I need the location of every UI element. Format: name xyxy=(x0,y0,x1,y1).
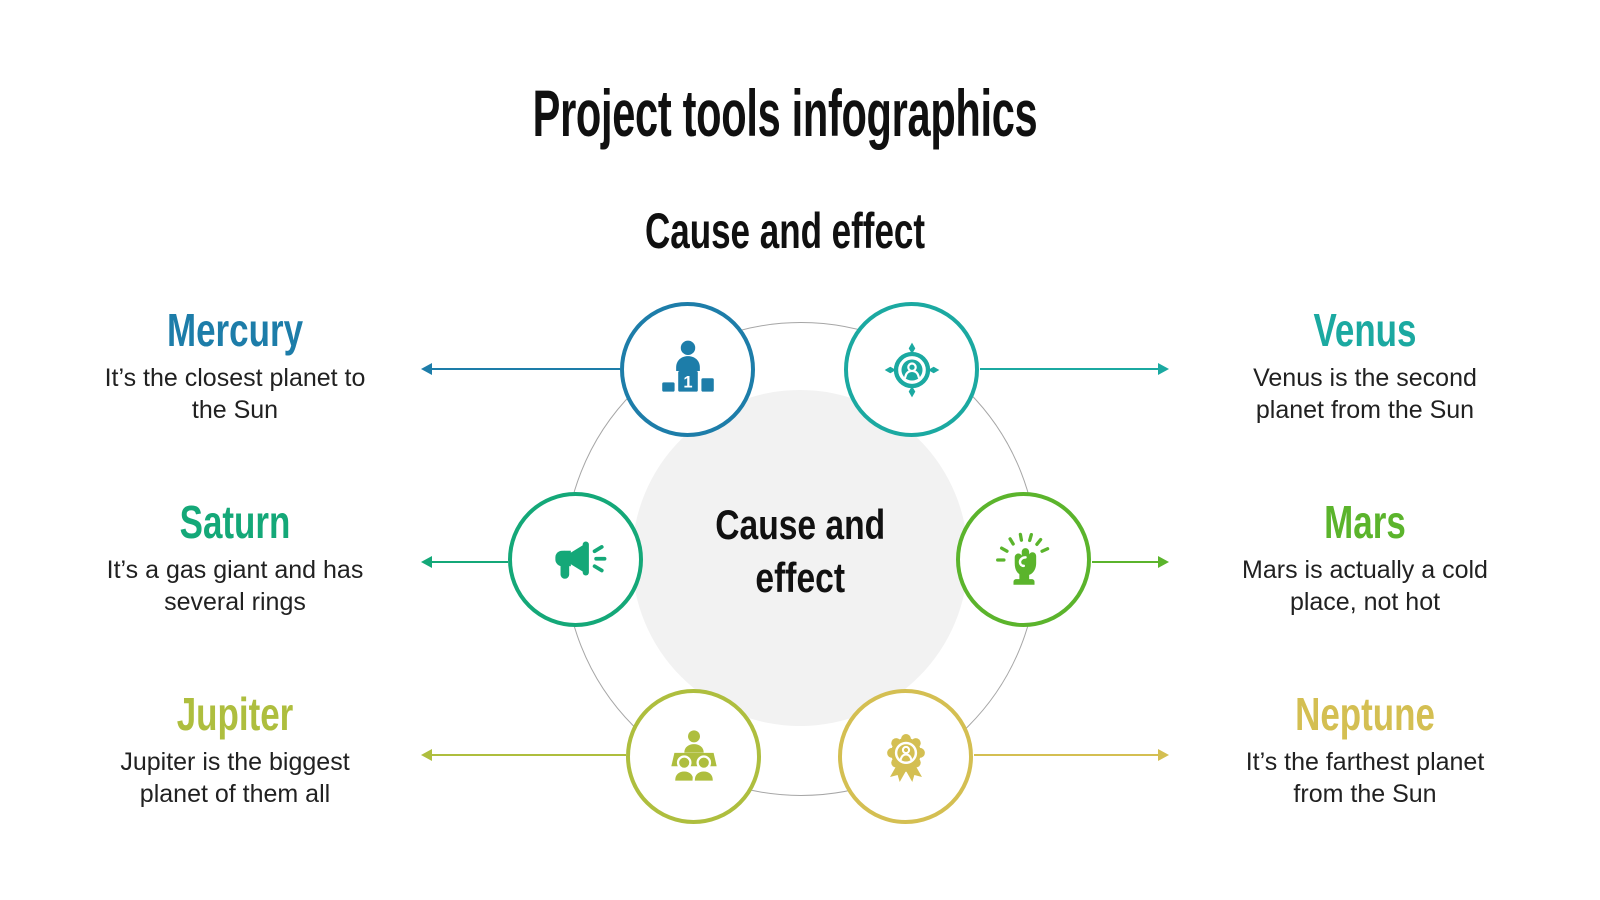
jupiter-node xyxy=(626,689,761,824)
description-line: several rings xyxy=(164,588,306,616)
venus-node xyxy=(844,302,979,437)
center-label-line: Cause and xyxy=(715,501,885,548)
planet-description: It’s a gas giant and has several rings xyxy=(55,554,415,618)
center-label: Cause and effect xyxy=(715,498,885,618)
description-line: Mars is actually a cold xyxy=(1242,556,1488,584)
description-line: Venus is the second xyxy=(1253,364,1477,392)
planet-name: Saturn xyxy=(179,496,291,548)
neptune-label: Neptune It’s the farthest planet from th… xyxy=(1185,690,1545,810)
planet-description: It’s the closest planet to the Sun xyxy=(55,362,415,426)
planet-description: Jupiter is the biggest planet of them al… xyxy=(55,746,415,810)
center-circle: Cause and effect xyxy=(632,390,968,726)
venus-label: Venus Venus is the second planet from th… xyxy=(1185,306,1545,426)
planet-name: Neptune xyxy=(1295,688,1435,740)
planet-description: It’s the farthest planet from the Sun xyxy=(1185,746,1545,810)
jupiter-label: Jupiter Jupiter is the biggest planet of… xyxy=(55,690,415,810)
megaphone-icon xyxy=(554,540,606,579)
description-line: It’s the closest planet to xyxy=(104,364,366,392)
mercury-label: Mercury It’s the closest planet to the S… xyxy=(55,306,415,426)
saturn-label: Saturn It’s a gas giant and has several … xyxy=(55,498,415,618)
description-line: place, not hot xyxy=(1289,588,1441,616)
mars-arrow xyxy=(1092,556,1169,568)
planet-description: Venus is the second planet from the Sun xyxy=(1185,362,1545,426)
center-label-line: effect xyxy=(755,554,845,601)
mars-node xyxy=(956,492,1091,627)
planet-name: Jupiter xyxy=(176,688,294,740)
description-line: planet from the Sun xyxy=(1255,396,1475,424)
neptune-node xyxy=(838,689,973,824)
mercury-node: 1 xyxy=(620,302,755,437)
description-line: It’s a gas giant and has xyxy=(106,556,364,584)
mars-label: Mars Mars is actually a cold place, not … xyxy=(1185,498,1545,618)
svg-text:1: 1 xyxy=(683,373,692,391)
jupiter-arrow xyxy=(421,749,626,761)
planet-name: Venus xyxy=(1313,304,1417,356)
award-badge-icon xyxy=(886,733,925,782)
planet-name: Mercury xyxy=(166,304,304,356)
planet-description: Mars is actually a cold place, not hot xyxy=(1185,554,1545,618)
target-audience-icon xyxy=(884,342,939,397)
saturn-node xyxy=(508,492,643,627)
planet-name: Mars xyxy=(1324,496,1406,548)
podium-winner-icon: 1 xyxy=(661,340,714,392)
fist-power-icon xyxy=(995,532,1049,585)
description-line: Jupiter is the biggest xyxy=(120,748,350,776)
mercury-arrow xyxy=(421,363,620,375)
diagram-title: Cause and effect xyxy=(644,203,926,259)
description-line: the Sun xyxy=(191,396,279,424)
saturn-arrow xyxy=(421,556,508,568)
description-line: It’s the farthest planet xyxy=(1245,748,1485,776)
description-line: planet of them all xyxy=(139,780,331,808)
meeting-icon xyxy=(670,729,717,783)
description-line: from the Sun xyxy=(1293,780,1437,808)
neptune-arrow xyxy=(974,749,1169,761)
page-title: Project tools infographics xyxy=(532,76,1038,150)
venus-arrow xyxy=(980,363,1169,375)
